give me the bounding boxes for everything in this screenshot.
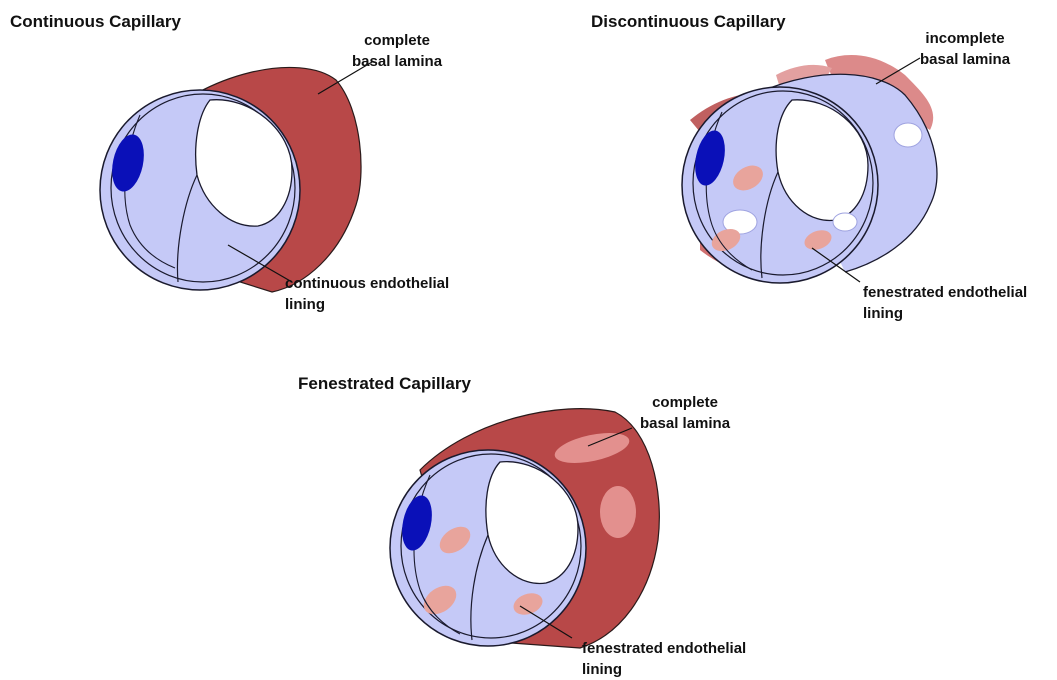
- continuous-lining-label-line-1: continuous endothelial: [285, 273, 449, 294]
- fenestrated-lamina-label: complete basal lamina: [640, 392, 730, 434]
- fenestrated-lamina-label-line-1: complete: [640, 392, 730, 413]
- discontinuous-lamina-label: incomplete basal lamina: [920, 28, 1010, 70]
- continuous-lamina-label-line-1: complete: [352, 30, 442, 51]
- continuous-lamina-label-line-2: basal lamina: [352, 51, 442, 72]
- fenestrated-capillary-tube: [390, 409, 659, 648]
- continuous-capillary-tube: [100, 62, 372, 292]
- fenestrated-lamina-label-line-2: basal lamina: [640, 413, 730, 434]
- discontinuous-lining-label-line-2: lining: [863, 303, 1027, 324]
- continuous-lining-label: continuous endothelial lining: [285, 273, 449, 315]
- fenestrated-lining-label: fenestrated endothelial lining: [582, 638, 746, 680]
- fenestrated-back-fenestra-2: [600, 486, 636, 538]
- fenestrated-lining-label-line-2: lining: [582, 659, 746, 680]
- continuous-title: Continuous Capillary: [10, 12, 181, 32]
- continuous-lamina-label: complete basal lamina: [352, 30, 442, 72]
- discontinuous-lamina-label-line-2: basal lamina: [920, 49, 1010, 70]
- discontinuous-title: Discontinuous Capillary: [591, 12, 786, 32]
- discontinuous-gap-6: [894, 123, 922, 147]
- fenestrated-lining-label-line-1: fenestrated endothelial: [582, 638, 746, 659]
- discontinuous-lamina-label-line-1: incomplete: [920, 28, 1010, 49]
- fenestrated-title: Fenestrated Capillary: [298, 374, 471, 394]
- discontinuous-gap-5: [833, 213, 857, 231]
- discontinuous-lining-label-line-1: fenestrated endothelial: [863, 282, 1027, 303]
- discontinuous-capillary-tube: [682, 55, 937, 283]
- discontinuous-lining-label: fenestrated endothelial lining: [863, 282, 1027, 324]
- continuous-lining-label-line-2: lining: [285, 294, 449, 315]
